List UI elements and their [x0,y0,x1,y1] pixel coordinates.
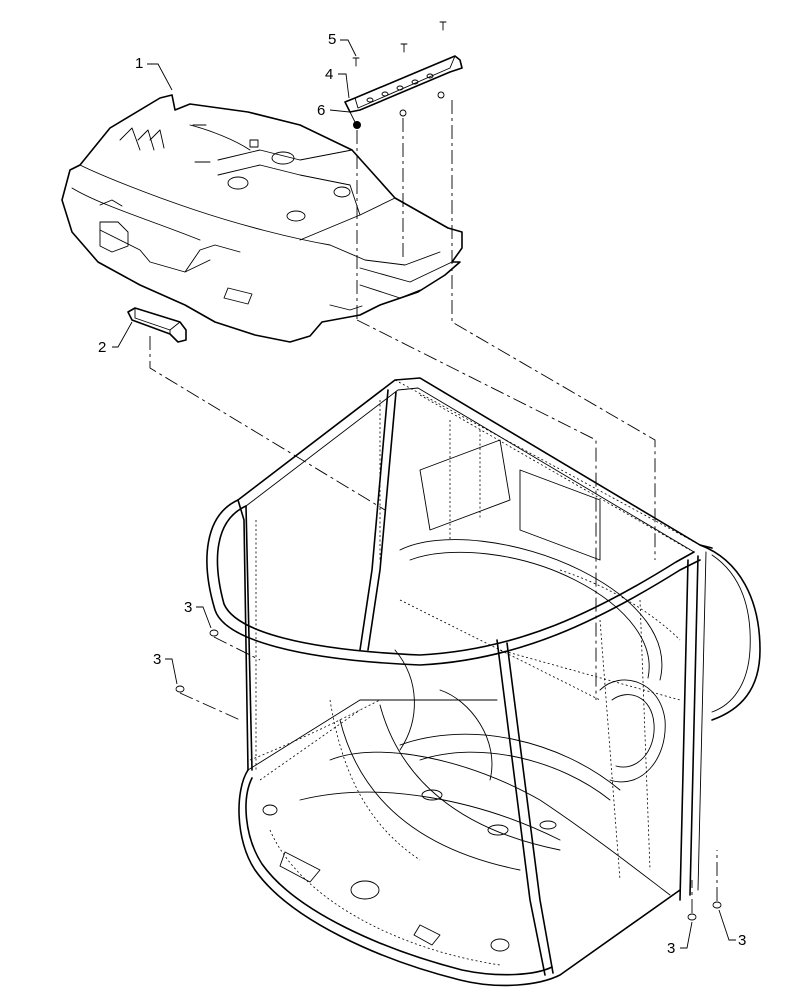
part-1-cover-panel [61,94,463,343]
part-2-clip [127,307,187,343]
callout-2: 2 [98,339,106,356]
cab-frame [206,377,761,987]
callout-4: 4 [325,66,333,83]
callout-labels: 1 2 3 3 3 3 4 5 6 [98,31,746,957]
callout-3-bottom-right: 3 [738,932,746,949]
part-5-screws [352,21,447,67]
callout-1: 1 [135,55,143,72]
callout-3-lower-left: 3 [153,651,161,668]
callout-3-bottom-left: 3 [667,940,675,957]
callout-5: 5 [328,31,336,48]
part-6-nuts [353,91,445,129]
alignment-lines [149,100,718,913]
part-4-bracket [344,55,463,113]
part-3-grommets [175,629,722,921]
callout-3-upper: 3 [184,599,192,616]
callout-6: 6 [317,102,325,119]
callout-leaders [112,39,736,949]
